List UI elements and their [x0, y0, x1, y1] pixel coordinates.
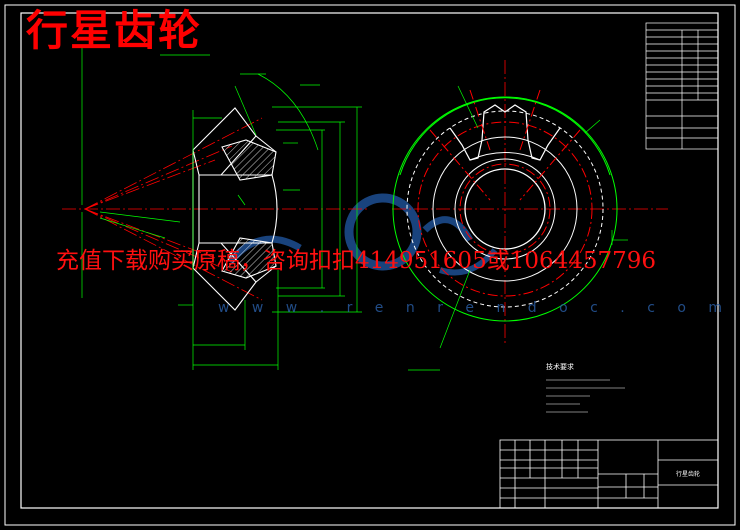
outer-frame	[4, 4, 736, 526]
drawing-title-block	[499, 439, 719, 509]
title-block-name: 行星齿轮	[676, 471, 701, 478]
drawing-title: 行星齿轮	[26, 6, 203, 55]
gear-front-view	[392, 89, 618, 322]
technical-notes-lines	[546, 379, 625, 413]
front-view-leaders	[408, 85, 628, 371]
watermark-text: 充值下载购买原稿，咨询扣扣414951605或1064457796	[56, 248, 657, 274]
watermark-url: w w w . r e n r e n d o c . c o m	[218, 300, 731, 316]
center-lines	[62, 60, 668, 345]
section-dimensions	[81, 45, 362, 370]
technical-requirements-title: 技术要求	[546, 363, 574, 371]
inner-frame	[20, 12, 719, 509]
gear-section-view	[192, 107, 278, 311]
gear-parameter-table	[645, 22, 719, 150]
